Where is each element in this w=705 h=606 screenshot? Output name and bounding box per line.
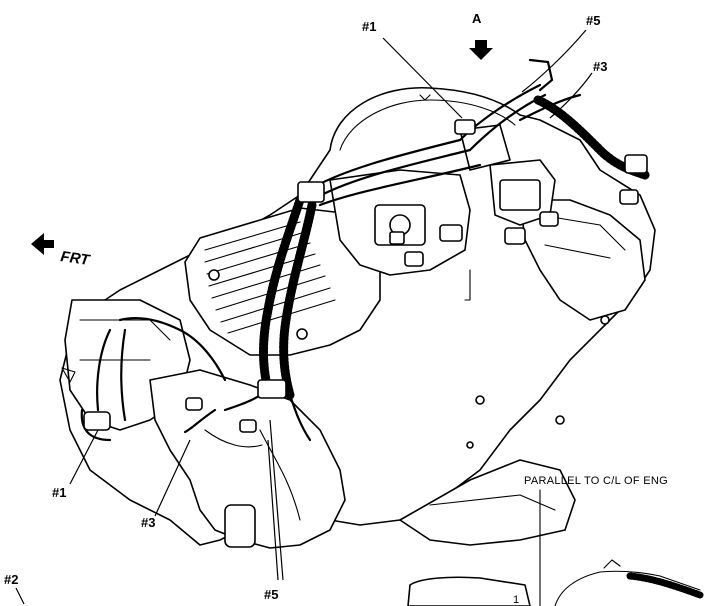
- callout-bottom-5: #5: [264, 587, 278, 602]
- callout-top-1: #1: [362, 19, 376, 34]
- inset-tag: 1: [513, 594, 519, 606]
- view-label-a: A: [472, 11, 482, 26]
- leader-lines: [15, 29, 593, 605]
- front-direction-arrow-icon: [31, 233, 54, 255]
- callout-bottom-3: #3: [141, 515, 155, 530]
- callout-corner-2: #2: [4, 572, 18, 587]
- note-parallel-centerline: PARALLEL TO C/L OF ENG: [524, 475, 668, 487]
- throttle-body-assembly: [329, 124, 559, 301]
- wiring-harness: [61, 58, 650, 442]
- callout-top-3: #3: [593, 59, 607, 74]
- callout-top-5: #5: [586, 13, 600, 28]
- inset-detail: [407, 489, 704, 606]
- front-direction-label: FRT: [59, 248, 92, 269]
- view-arrow-a: [469, 40, 493, 60]
- callout-bottom-1: #1: [52, 485, 66, 500]
